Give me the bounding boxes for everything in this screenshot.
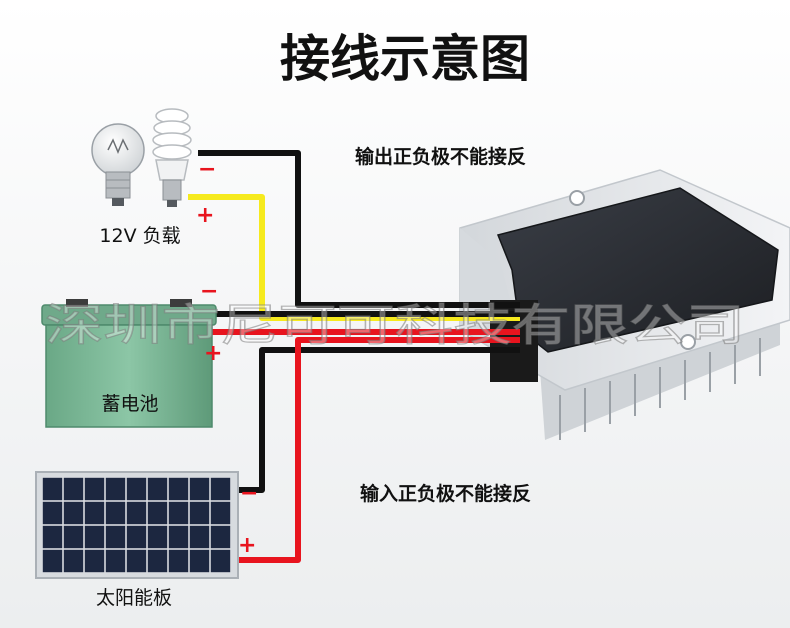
solar-cells [42,477,231,573]
load-label: 12V 负载 [99,225,180,247]
solar-cell [189,477,210,501]
battery [41,299,217,428]
solar-cell [189,549,210,573]
solar-cell [42,525,63,549]
solar-panel [35,471,239,579]
solar-cell [126,549,147,573]
solar-cell [84,477,105,501]
load-minus-marker: − [198,157,216,182]
solar-minus-marker: − [240,481,258,506]
battery-terminal-right [170,299,192,307]
load-bulbs [91,108,192,207]
solar-cell [189,501,210,525]
solar-panel-label: 太阳能板 [96,587,172,609]
solar-cell [105,525,126,549]
solar-cell [126,501,147,525]
solar-cell [168,525,189,549]
battery-terminal-left [66,299,88,307]
screw-hole-bottom [680,334,696,350]
solar-cell [126,477,147,501]
battery-body [45,324,213,428]
wires [188,150,520,563]
solar-cell [210,501,231,525]
wire-input-positive [236,337,520,563]
company-watermark: 深圳市尼可可科技有限公司 [45,300,745,351]
input-polarity-note: 输入正负极不能接反 [360,482,531,505]
battery-plus-marker: + [204,341,222,366]
solar-cell [84,525,105,549]
solar-cell [168,501,189,525]
solar-cell [189,525,210,549]
solar-cell [147,501,168,525]
solar-cell [210,525,231,549]
solar-cell [42,501,63,525]
solar-cell [42,549,63,573]
solar-cell [126,525,147,549]
cfl-bulb-icon [152,108,192,207]
solar-plus-marker: + [238,533,256,558]
screw-hole-top [569,190,585,206]
solar-cell [63,525,84,549]
solar-cell [168,477,189,501]
battery-minus-marker: − [200,279,218,304]
solar-cell [105,501,126,525]
module-lid [496,187,779,353]
solar-cell [105,549,126,573]
wire-input-negative [236,347,520,493]
output-polarity-note: 输出正负极不能接反 [355,145,526,168]
solar-cell [42,477,63,501]
load-plus-marker: + [196,203,214,228]
solar-cell [147,525,168,549]
solar-cell [168,549,189,573]
wire-output-negative [198,150,520,308]
solar-cell [84,549,105,573]
solar-cell [63,501,84,525]
solar-cell [84,501,105,525]
page-title: 接线示意图 [280,30,530,88]
solar-cell [210,477,231,501]
solar-cell [63,549,84,573]
solar-cell [147,477,168,501]
converter-module [459,169,790,440]
wire-output-positive [188,194,520,321]
solar-cell [147,549,168,573]
incandescent-bulb-icon [91,123,145,206]
battery-label: 蓄电池 [101,393,158,415]
solar-cell [210,549,231,573]
solar-cell [105,477,126,501]
solar-cell [63,477,84,501]
